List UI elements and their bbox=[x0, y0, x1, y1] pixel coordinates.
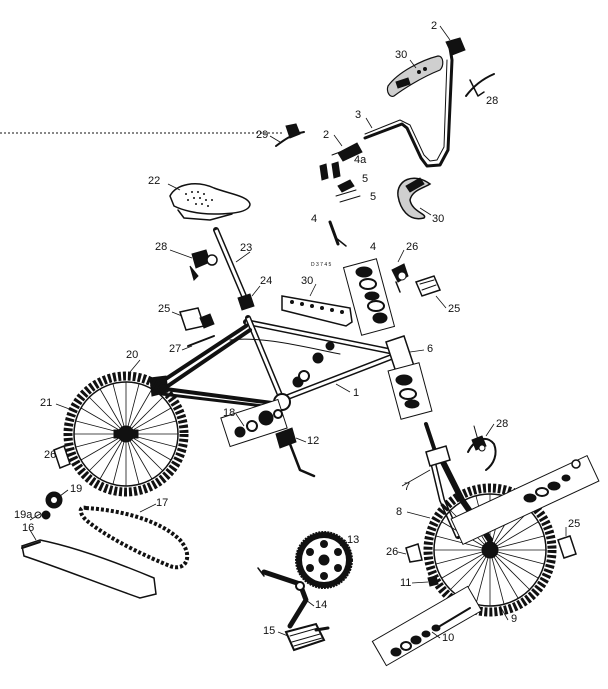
callout-27: 27 bbox=[169, 343, 181, 355]
callout-8: 8 bbox=[396, 506, 402, 518]
callout-4: 4 bbox=[370, 241, 376, 253]
callout-25: 25 bbox=[568, 518, 580, 530]
callout-2: 2 bbox=[323, 129, 329, 141]
callout-15: 15 bbox=[263, 625, 275, 637]
callout-19: 19 bbox=[70, 483, 82, 495]
front-axle-panel bbox=[371, 585, 483, 667]
crank-arm bbox=[257, 567, 309, 629]
bottom-bracket-bearings bbox=[292, 341, 335, 388]
callout-10: 10 bbox=[442, 632, 454, 644]
callout-7: 7 bbox=[404, 481, 410, 493]
callout-24: 24 bbox=[260, 275, 272, 287]
front-reflector-bracket bbox=[391, 263, 409, 293]
callout-labels: 2 30 28 3 2 29 4a 5 5 30 22 4 4 28 23 26… bbox=[14, 20, 580, 644]
reflector-bracket-27 bbox=[187, 335, 215, 347]
callout-2: 2 bbox=[431, 20, 437, 32]
kickstand bbox=[275, 427, 316, 478]
bicycle-frame bbox=[149, 315, 415, 411]
headset-stack bbox=[342, 258, 433, 420]
serial-mark: D 3 7 4 5 bbox=[311, 262, 332, 268]
chain bbox=[78, 505, 190, 570]
chainring bbox=[295, 531, 353, 589]
front-wheel-reflector bbox=[557, 535, 577, 559]
callout-26: 26 bbox=[44, 449, 56, 461]
callout-25: 25 bbox=[448, 303, 460, 315]
callout-5: 5 bbox=[370, 191, 376, 203]
rear-wheel bbox=[63, 371, 189, 497]
callout-12: 12 bbox=[307, 435, 319, 447]
callout-3: 3 bbox=[355, 109, 361, 121]
callout-18: 18 bbox=[223, 407, 235, 419]
callout-4a: 4a bbox=[354, 154, 367, 166]
callout-9: 9 bbox=[511, 613, 517, 625]
leader-lines bbox=[29, 25, 567, 639]
front-hub-panel bbox=[450, 454, 600, 546]
rear-axle-parts bbox=[220, 398, 288, 448]
callout-5: 5 bbox=[362, 173, 368, 185]
sprocket-nut bbox=[34, 510, 51, 520]
callout-4: 4 bbox=[311, 213, 317, 225]
callout-6: 6 bbox=[427, 343, 433, 355]
front-reflector bbox=[414, 275, 442, 297]
axle-nut-11 bbox=[427, 575, 439, 587]
callout-25: 25 bbox=[158, 303, 170, 315]
rear-sprocket bbox=[45, 491, 63, 509]
callout-28: 28 bbox=[155, 241, 167, 253]
callout-20: 20 bbox=[126, 349, 138, 361]
callout-22: 22 bbox=[148, 175, 160, 187]
seat-assembly bbox=[169, 183, 255, 311]
callout-19a: 19a bbox=[14, 509, 33, 521]
rear-reflector bbox=[179, 307, 215, 331]
callout-28: 28 bbox=[486, 95, 498, 107]
pedal bbox=[284, 622, 330, 652]
callout-13: 13 bbox=[347, 534, 359, 546]
callout-29: 29 bbox=[256, 129, 268, 141]
callout-16: 16 bbox=[22, 522, 34, 534]
callout-28: 28 bbox=[496, 418, 508, 430]
callout-14: 14 bbox=[315, 599, 327, 611]
rear-wheel-reflector bbox=[53, 445, 71, 469]
callout-30: 30 bbox=[395, 49, 407, 61]
front-brake-caliper bbox=[467, 425, 497, 471]
callout-30: 30 bbox=[301, 275, 313, 287]
callout-26: 26 bbox=[406, 241, 418, 253]
callout-21: 21 bbox=[40, 397, 52, 409]
chain-guard bbox=[21, 539, 157, 599]
callout-11: 11 bbox=[400, 577, 411, 589]
callout-23: 23 bbox=[240, 242, 252, 254]
callout-17: 17 bbox=[156, 497, 168, 509]
callout-26: 26 bbox=[386, 546, 398, 558]
callout-30: 30 bbox=[432, 213, 444, 225]
handlebar-assembly bbox=[275, 37, 495, 247]
chain-guard-pad bbox=[281, 295, 353, 327]
front-reflector-clip bbox=[405, 543, 423, 563]
callout-1: 1 bbox=[353, 387, 359, 399]
